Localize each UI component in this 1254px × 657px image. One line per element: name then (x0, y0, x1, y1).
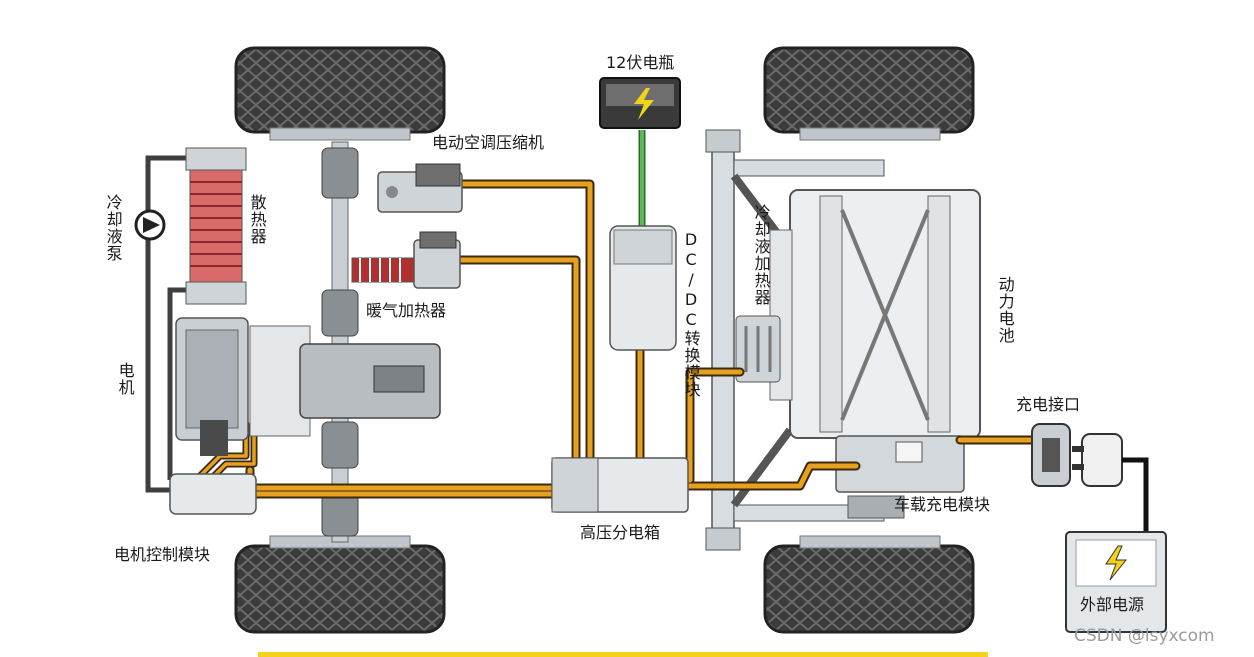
dcdc-label: DC/DC转换模块 (681, 230, 701, 398)
motor-unit (175, 317, 441, 441)
heater-unit (351, 231, 461, 289)
motor-label: 电机 (115, 362, 135, 396)
motor-controller-label: 电机控制模块 (114, 545, 211, 564)
coolant-heater-unit (735, 315, 781, 383)
charge-port-unit (1031, 423, 1149, 534)
onboard-charger-label: 车载充电模块 (894, 495, 991, 514)
watermark: CSDN @lsyxcom (1074, 626, 1215, 646)
tire-rear-right (763, 535, 975, 634)
external-power-unit (1065, 531, 1167, 633)
chassis-frame (705, 129, 885, 551)
charge-port-label: 充电接口 (1016, 395, 1081, 414)
radiator-label: 散热器 (247, 194, 267, 245)
power-battery (769, 189, 981, 439)
coolant-pump-label: 冷却液泵 (103, 194, 123, 262)
external-power-label: 外部电源 (1080, 595, 1145, 614)
ac-compressor-label: 电动空调压缩机 (432, 133, 545, 152)
tire-front-left (234, 46, 446, 141)
battery12v-label: 12伏电瓶 (606, 53, 675, 72)
tire-rear-left (234, 535, 446, 634)
coolant-heater-label: 冷却液加热器 (751, 204, 771, 306)
radiator-unit (185, 147, 247, 305)
drive-shaft-left (321, 141, 359, 543)
tire-front-right (763, 46, 975, 141)
battery-12v (599, 77, 681, 129)
power-battery-label: 动力电池 (995, 276, 1015, 344)
coolant-pump-unit (134, 209, 166, 241)
accent-bar (258, 652, 988, 657)
ac-compressor-unit (377, 163, 463, 213)
dcdc-converter (609, 225, 677, 351)
coolant-pipes (145, 155, 188, 493)
heater-label: 暖气加热器 (366, 301, 447, 320)
motor-controller-unit (169, 420, 257, 515)
onboard-charger-unit (835, 435, 965, 519)
hv-box-label: 高压分电箱 (580, 523, 661, 542)
hv-distribution-box (551, 457, 689, 513)
